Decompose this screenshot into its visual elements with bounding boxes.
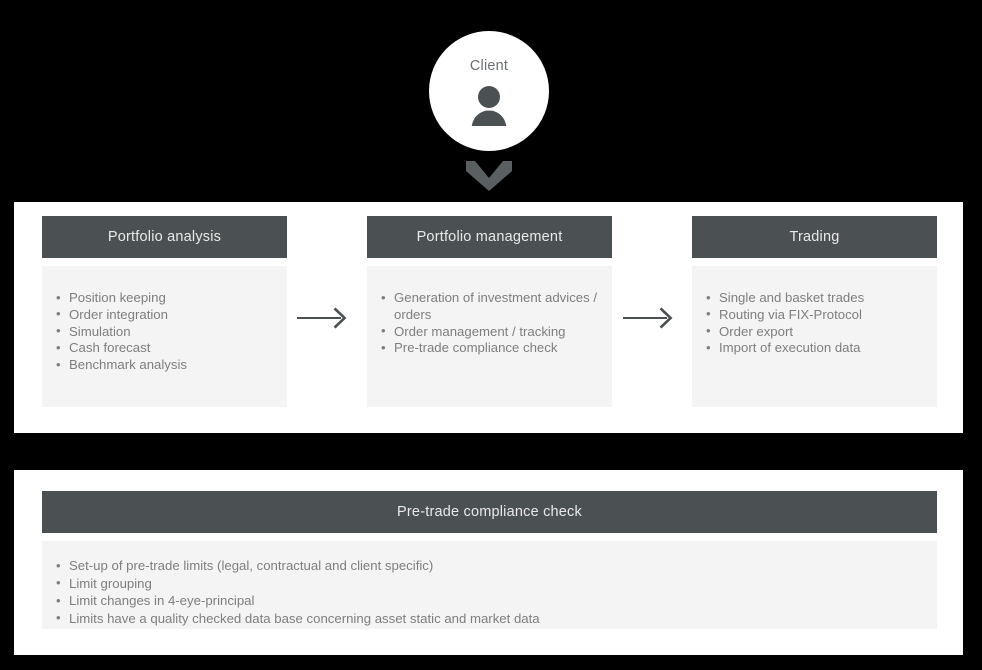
client-node: Client [429, 31, 549, 151]
bullet-list-portfolio-analysis: Position keeping Order integration Simul… [56, 290, 273, 374]
list-item: Benchmark analysis [56, 357, 273, 374]
chevron-down-icon [466, 161, 512, 191]
arrow-right-icon [297, 307, 347, 329]
list-item: Limit changes in 4-eye-principal [56, 592, 923, 610]
client-label: Client [469, 58, 509, 74]
list-item: Generation of investment advices / order… [381, 290, 598, 324]
column-body-portfolio-analysis: Position keeping Order integration Simul… [42, 266, 287, 407]
list-item: Single and basket trades [706, 290, 923, 307]
list-item: Order export [706, 323, 923, 341]
column-trading: Trading Single and basket trades Routing… [692, 216, 937, 407]
compliance-header: Pre-trade compliance check [42, 491, 937, 533]
flow-panel: Portfolio analysis Position keeping Orde… [14, 202, 963, 433]
list-item: Import of execution data [706, 340, 923, 357]
column-body-portfolio-management: Generation of investment advices / order… [367, 266, 612, 407]
list-item: Limits have a quality checked data base … [56, 609, 923, 628]
bullet-list-portfolio-management: Generation of investment advices / order… [381, 290, 598, 357]
bullet-list-compliance: Set-up of pre-trade limits (legal, contr… [56, 557, 923, 627]
list-item: Position keeping [56, 290, 273, 307]
list-item: Set-up of pre-trade limits (legal, contr… [56, 557, 923, 575]
list-item: Order integration [56, 306, 273, 324]
list-item: Routing via FIX-Protocol [706, 306, 923, 324]
arrow-right-icon [623, 307, 673, 329]
column-body-trading: Single and basket trades Routing via FIX… [692, 266, 937, 407]
list-item: Order management / tracking [381, 323, 598, 341]
list-item: Cash forecast [56, 340, 273, 357]
column-portfolio-analysis: Portfolio analysis Position keeping Orde… [42, 216, 287, 407]
column-header-portfolio-management: Portfolio management [367, 216, 612, 258]
bullet-list-trading: Single and basket trades Routing via FIX… [706, 290, 923, 357]
column-portfolio-management: Portfolio management Generation of inves… [367, 216, 612, 407]
list-item: Simulation [56, 323, 273, 341]
compliance-block: Pre-trade compliance check Set-up of pre… [42, 491, 937, 629]
compliance-panel: Pre-trade compliance check Set-up of pre… [14, 470, 963, 655]
list-item: Pre-trade compliance check [381, 340, 598, 357]
person-icon [471, 86, 507, 126]
column-header-portfolio-analysis: Portfolio analysis [42, 216, 287, 258]
column-header-trading: Trading [692, 216, 937, 258]
list-item: Limit grouping [56, 574, 923, 593]
compliance-body: Set-up of pre-trade limits (legal, contr… [42, 541, 937, 629]
